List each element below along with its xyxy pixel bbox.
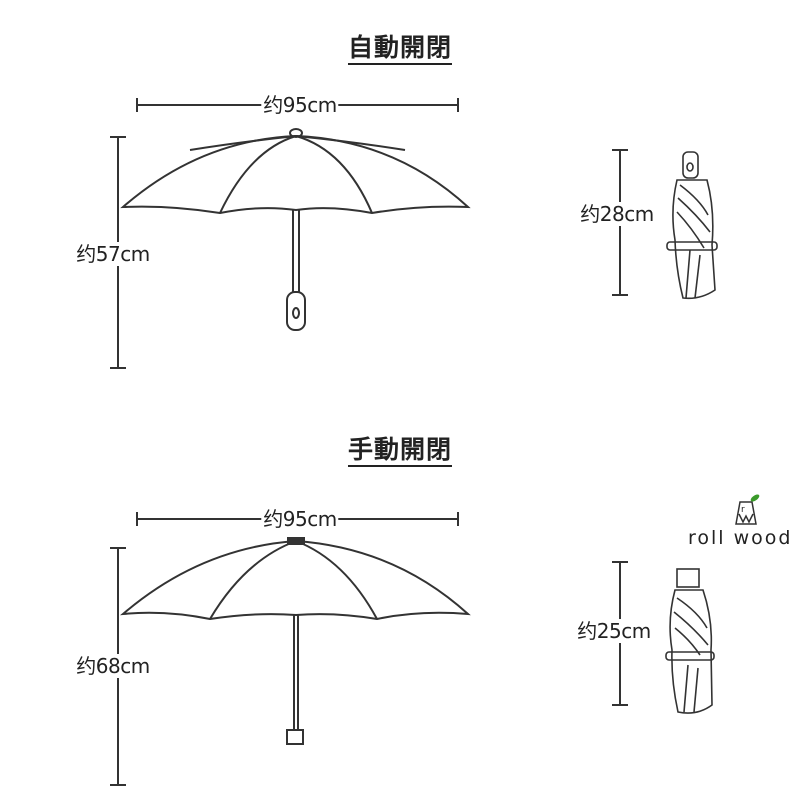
brand-logo: r <box>735 494 760 525</box>
manual-height-label: 约68cm <box>74 654 152 678</box>
manual-open-umbrella <box>119 537 471 745</box>
brand-name: roll wood <box>688 527 793 549</box>
auto-width-label: 约95cm <box>261 93 339 117</box>
svg-text:r: r <box>741 505 745 515</box>
manual-closed-umbrella <box>665 568 715 714</box>
manual-width-label: 约95cm <box>261 507 339 531</box>
auto-section-title: 自動開閉 <box>347 33 453 65</box>
auto-open-umbrella <box>120 128 471 331</box>
manual-closed-length-label: 约25cm <box>575 619 653 643</box>
auto-closed-length-label: 约28cm <box>578 202 656 226</box>
manual-section-title: 手動開閉 <box>347 435 453 467</box>
auto-closed-umbrella <box>666 151 718 300</box>
auto-height-label: 约57cm <box>74 242 152 266</box>
